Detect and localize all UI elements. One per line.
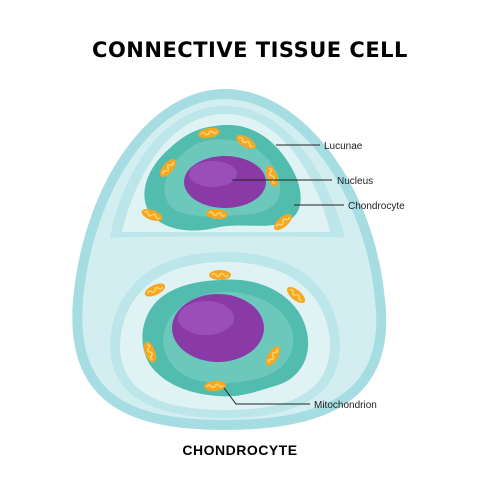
mitochondrion (208, 269, 232, 281)
mitochondrion-leader-line (223, 387, 310, 405)
upper-nucleus-highlight (189, 161, 237, 187)
lower-nucleus-highlight (178, 301, 234, 335)
label-mitochondrion: Mitochondrion (314, 400, 377, 411)
label-chondrocyte: Chondrocyte (348, 201, 405, 212)
label-nucleus: Nucleus (337, 176, 373, 187)
label-lucunae: Lucunae (324, 141, 363, 152)
diagram-title: CONNECTIVE TISSUE CELL (92, 38, 408, 62)
diagram-caption: CHONDROCYTE (182, 442, 298, 458)
